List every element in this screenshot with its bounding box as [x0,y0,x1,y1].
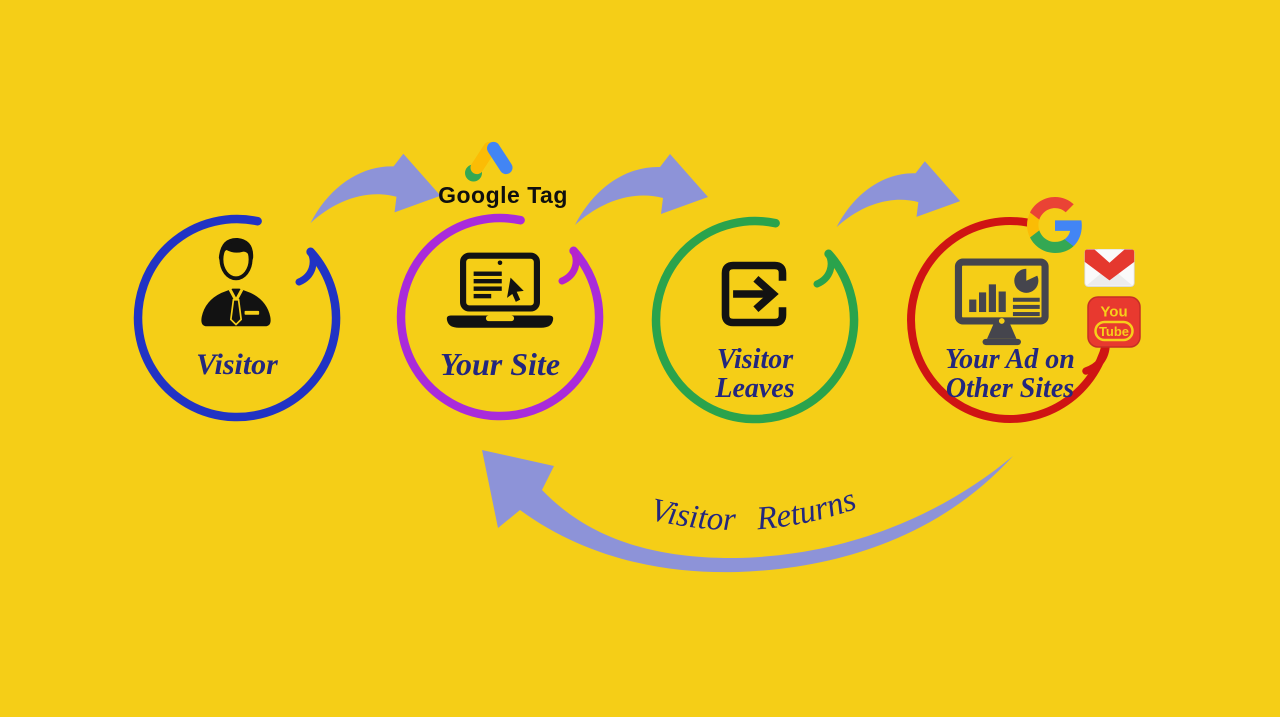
node-visitor: Visitor [127,208,347,428]
businessman-icon [193,232,279,328]
visitor-leaves-label: Visitor Leaves [645,345,865,403]
exit-icon [716,256,792,332]
your-site-label-line1: Your Site [439,346,561,382]
google-tag-label: Google Tag [438,182,568,208]
visitor-circle [133,214,341,422]
youtube-text-tube: Tube [1099,324,1129,339]
visitor-leaves-label-line2: Leaves [715,373,795,404]
node-your-ad-on-other-sites: Your Ad on Other Sites [900,210,1120,430]
visitor-label: Visitor [127,348,347,381]
visitor-label-line1: Visitor [196,348,278,381]
your-ad-label-line1: Your Ad on [945,344,1075,375]
node-visitor-leaves: Visitor Leaves [645,210,865,430]
gmail-icon [1084,249,1135,287]
youtube-icon: You Tube [1087,296,1141,348]
node-your-site: Your Site [390,207,610,427]
your-site-label: Your Site [390,348,610,381]
visitor-returns-arrow: Visitor Returns [482,450,1013,573]
laptop-icon [442,251,558,336]
svg-text:Visitor Returns: Visitor Returns [647,482,860,539]
visitor-leaves-circle [651,216,859,424]
youtube-text-you: You [1100,304,1127,321]
your-ad-label-line2: Other Sites [945,373,1075,404]
visitor-leaves-label-line1: Visitor [716,344,794,375]
google-ads-icon [465,141,513,182]
google-g-icon [1027,197,1082,253]
analytics-monitor-icon [954,256,1054,352]
visitor-returns-label: Visitor Returns [647,482,860,539]
your-site-circle [396,213,604,421]
your-ad-label: Your Ad on Other Sites [900,345,1120,403]
